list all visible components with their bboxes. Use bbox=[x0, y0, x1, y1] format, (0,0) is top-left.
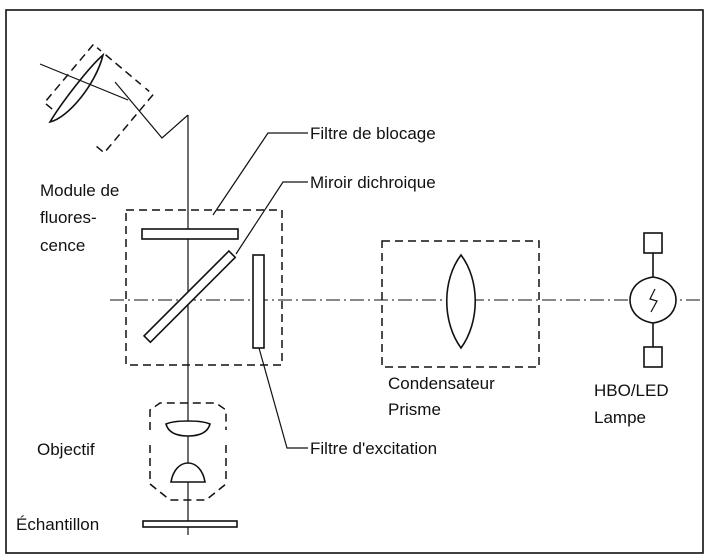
objective-housing-top bbox=[149, 402, 227, 430]
eyepiece-path bbox=[114, 81, 189, 139]
label-sample: Échantillon bbox=[16, 515, 99, 534]
condenser-box bbox=[381, 240, 540, 368]
label-lamp: Lampe bbox=[594, 408, 646, 427]
condenser-lens bbox=[446, 253, 476, 350]
eyepiece-housing bbox=[43, 43, 155, 154]
label-lamp-type: HBO/LED bbox=[594, 381, 669, 400]
label-excitation-filter: Filtre d'excitation bbox=[310, 439, 437, 458]
objective-lens-lower bbox=[170, 462, 206, 483]
label-module-line2: fluores- bbox=[40, 208, 97, 227]
label-condenser: Condensateur bbox=[388, 374, 495, 393]
leader-excitation-filter bbox=[258, 347, 308, 449]
eyepiece-axis bbox=[39, 63, 129, 101]
lamp-icon bbox=[629, 232, 677, 368]
label-dichroic-mirror: Miroir dichroique bbox=[310, 173, 436, 192]
leader-dichroic-mirror bbox=[235, 181, 308, 255]
label-prism: Prisme bbox=[388, 400, 441, 419]
excitation-filter bbox=[252, 254, 265, 349]
objective-lens-upper bbox=[165, 420, 211, 437]
dichroic-mirror bbox=[142, 249, 237, 344]
label-objective: Objectif bbox=[37, 440, 95, 459]
objective-housing-bottom bbox=[149, 483, 227, 501]
leader-blocking-filter bbox=[212, 132, 308, 216]
label-module-line3: cence bbox=[40, 236, 85, 255]
eyepiece-lens bbox=[48, 52, 105, 124]
label-module-line1: Module de bbox=[40, 181, 119, 200]
blocking-filter bbox=[141, 228, 239, 240]
diagram-frame bbox=[5, 9, 704, 554]
fluorescence-module-box bbox=[125, 209, 283, 366]
sample-slide bbox=[142, 520, 238, 528]
label-blocking-filter: Filtre de blocage bbox=[310, 124, 436, 143]
